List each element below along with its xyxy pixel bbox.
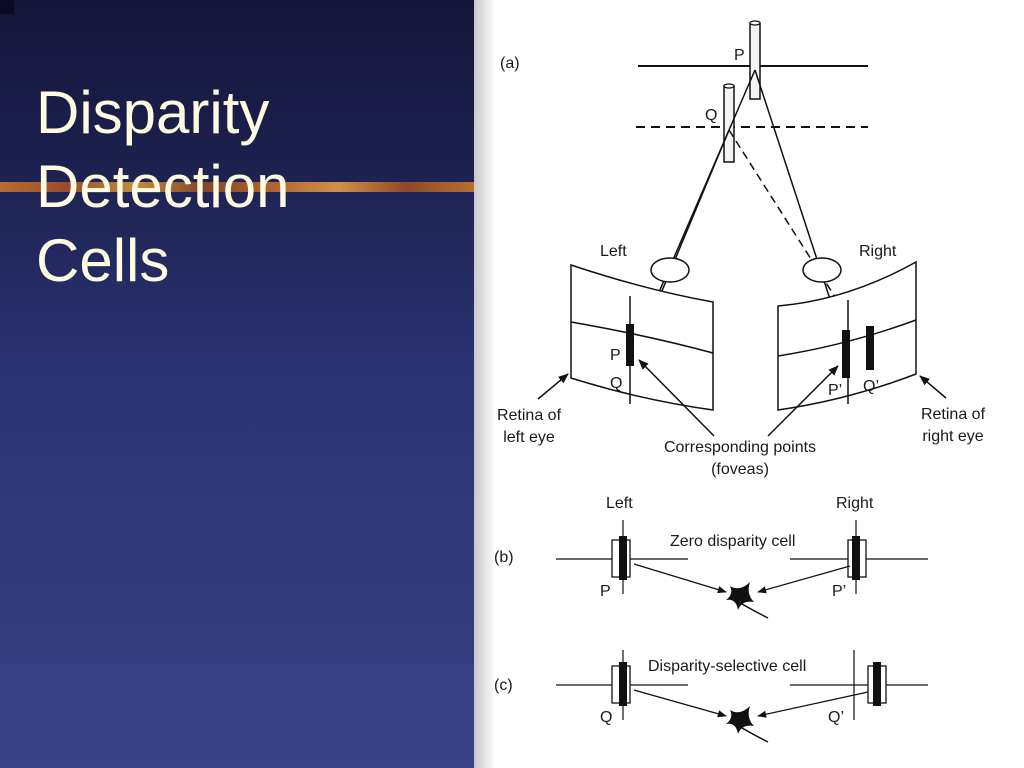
retina-right-line1: Retina of — [921, 406, 986, 423]
left-retina-q: Q — [610, 375, 622, 392]
title-line-2: Detection — [36, 153, 290, 220]
zero-disparity-label: Zero disparity cell — [670, 533, 795, 550]
right-eye-label: Right — [859, 243, 897, 260]
neuron-b — [726, 582, 769, 619]
title-panel — [0, 0, 474, 768]
retina-right-line2: right eye — [922, 428, 983, 445]
retina-right-arrow — [919, 375, 947, 399]
panel-b-right-point: P’ — [832, 583, 846, 600]
retina-left-line1: Retina of — [497, 407, 562, 424]
slide-title: Disparity Detection Cells — [36, 76, 289, 298]
disparity-selective-label: Disparity-selective cell — [648, 658, 806, 675]
right-fovea-bar — [842, 330, 850, 378]
retina-left-line2: left eye — [503, 429, 555, 446]
panel-b-label: (b) — [494, 549, 514, 566]
right-eye-lens — [802, 257, 842, 283]
right-retina-q: Q’ — [863, 378, 879, 395]
title-line-3: Cells — [36, 227, 170, 294]
right-retina-p: P’ — [828, 382, 842, 399]
panel-shadow-edge — [474, 0, 496, 768]
panel-c-label: (c) — [494, 677, 513, 694]
panel-c: (c) Disparity-selective cell Q Q’ — [494, 650, 928, 743]
left-receptive-field-c — [611, 650, 631, 720]
right-receptive-field-c — [853, 650, 887, 720]
corresponding-arrow-left — [638, 359, 715, 437]
label-p: P — [734, 47, 745, 64]
panel-a: (a) P Q Left Right P Q — [497, 20, 986, 478]
panel-b-right-label: Right — [836, 495, 874, 512]
left-eye-label: Left — [600, 243, 627, 260]
left-receptive-field-b — [611, 520, 631, 594]
title-line-1: Disparity — [36, 79, 270, 146]
retina-left-arrow — [537, 373, 569, 400]
left-retina-p: P — [610, 347, 621, 364]
panel-c-right-point: Q’ — [828, 709, 844, 726]
rod-p — [749, 20, 761, 100]
right-receptive-field-b — [847, 520, 867, 594]
right-q-bar — [866, 326, 874, 370]
panel-b-left-point: P — [600, 583, 611, 600]
neuron-c — [726, 706, 769, 743]
panel-b-left-label: Left — [606, 495, 633, 512]
corner-decoration — [0, 0, 14, 14]
left-eye-lens — [650, 257, 690, 283]
decorative-stripe — [0, 182, 474, 192]
panel-b: (b) Left Right Zero disparity cell P P’ — [494, 495, 928, 619]
panel-c-left-point: Q — [600, 709, 612, 726]
corresponding-line2: (foveas) — [711, 461, 769, 478]
left-retina — [570, 263, 714, 411]
label-q: Q — [705, 107, 717, 124]
panel-a-label: (a) — [500, 55, 520, 72]
disparity-diagram: (a) P Q Left Right P Q — [494, 20, 986, 743]
corresponding-arrow-right — [767, 365, 839, 437]
left-fovea-bar — [626, 324, 634, 366]
corresponding-line1: Corresponding points — [664, 439, 816, 456]
rod-q — [723, 83, 735, 163]
